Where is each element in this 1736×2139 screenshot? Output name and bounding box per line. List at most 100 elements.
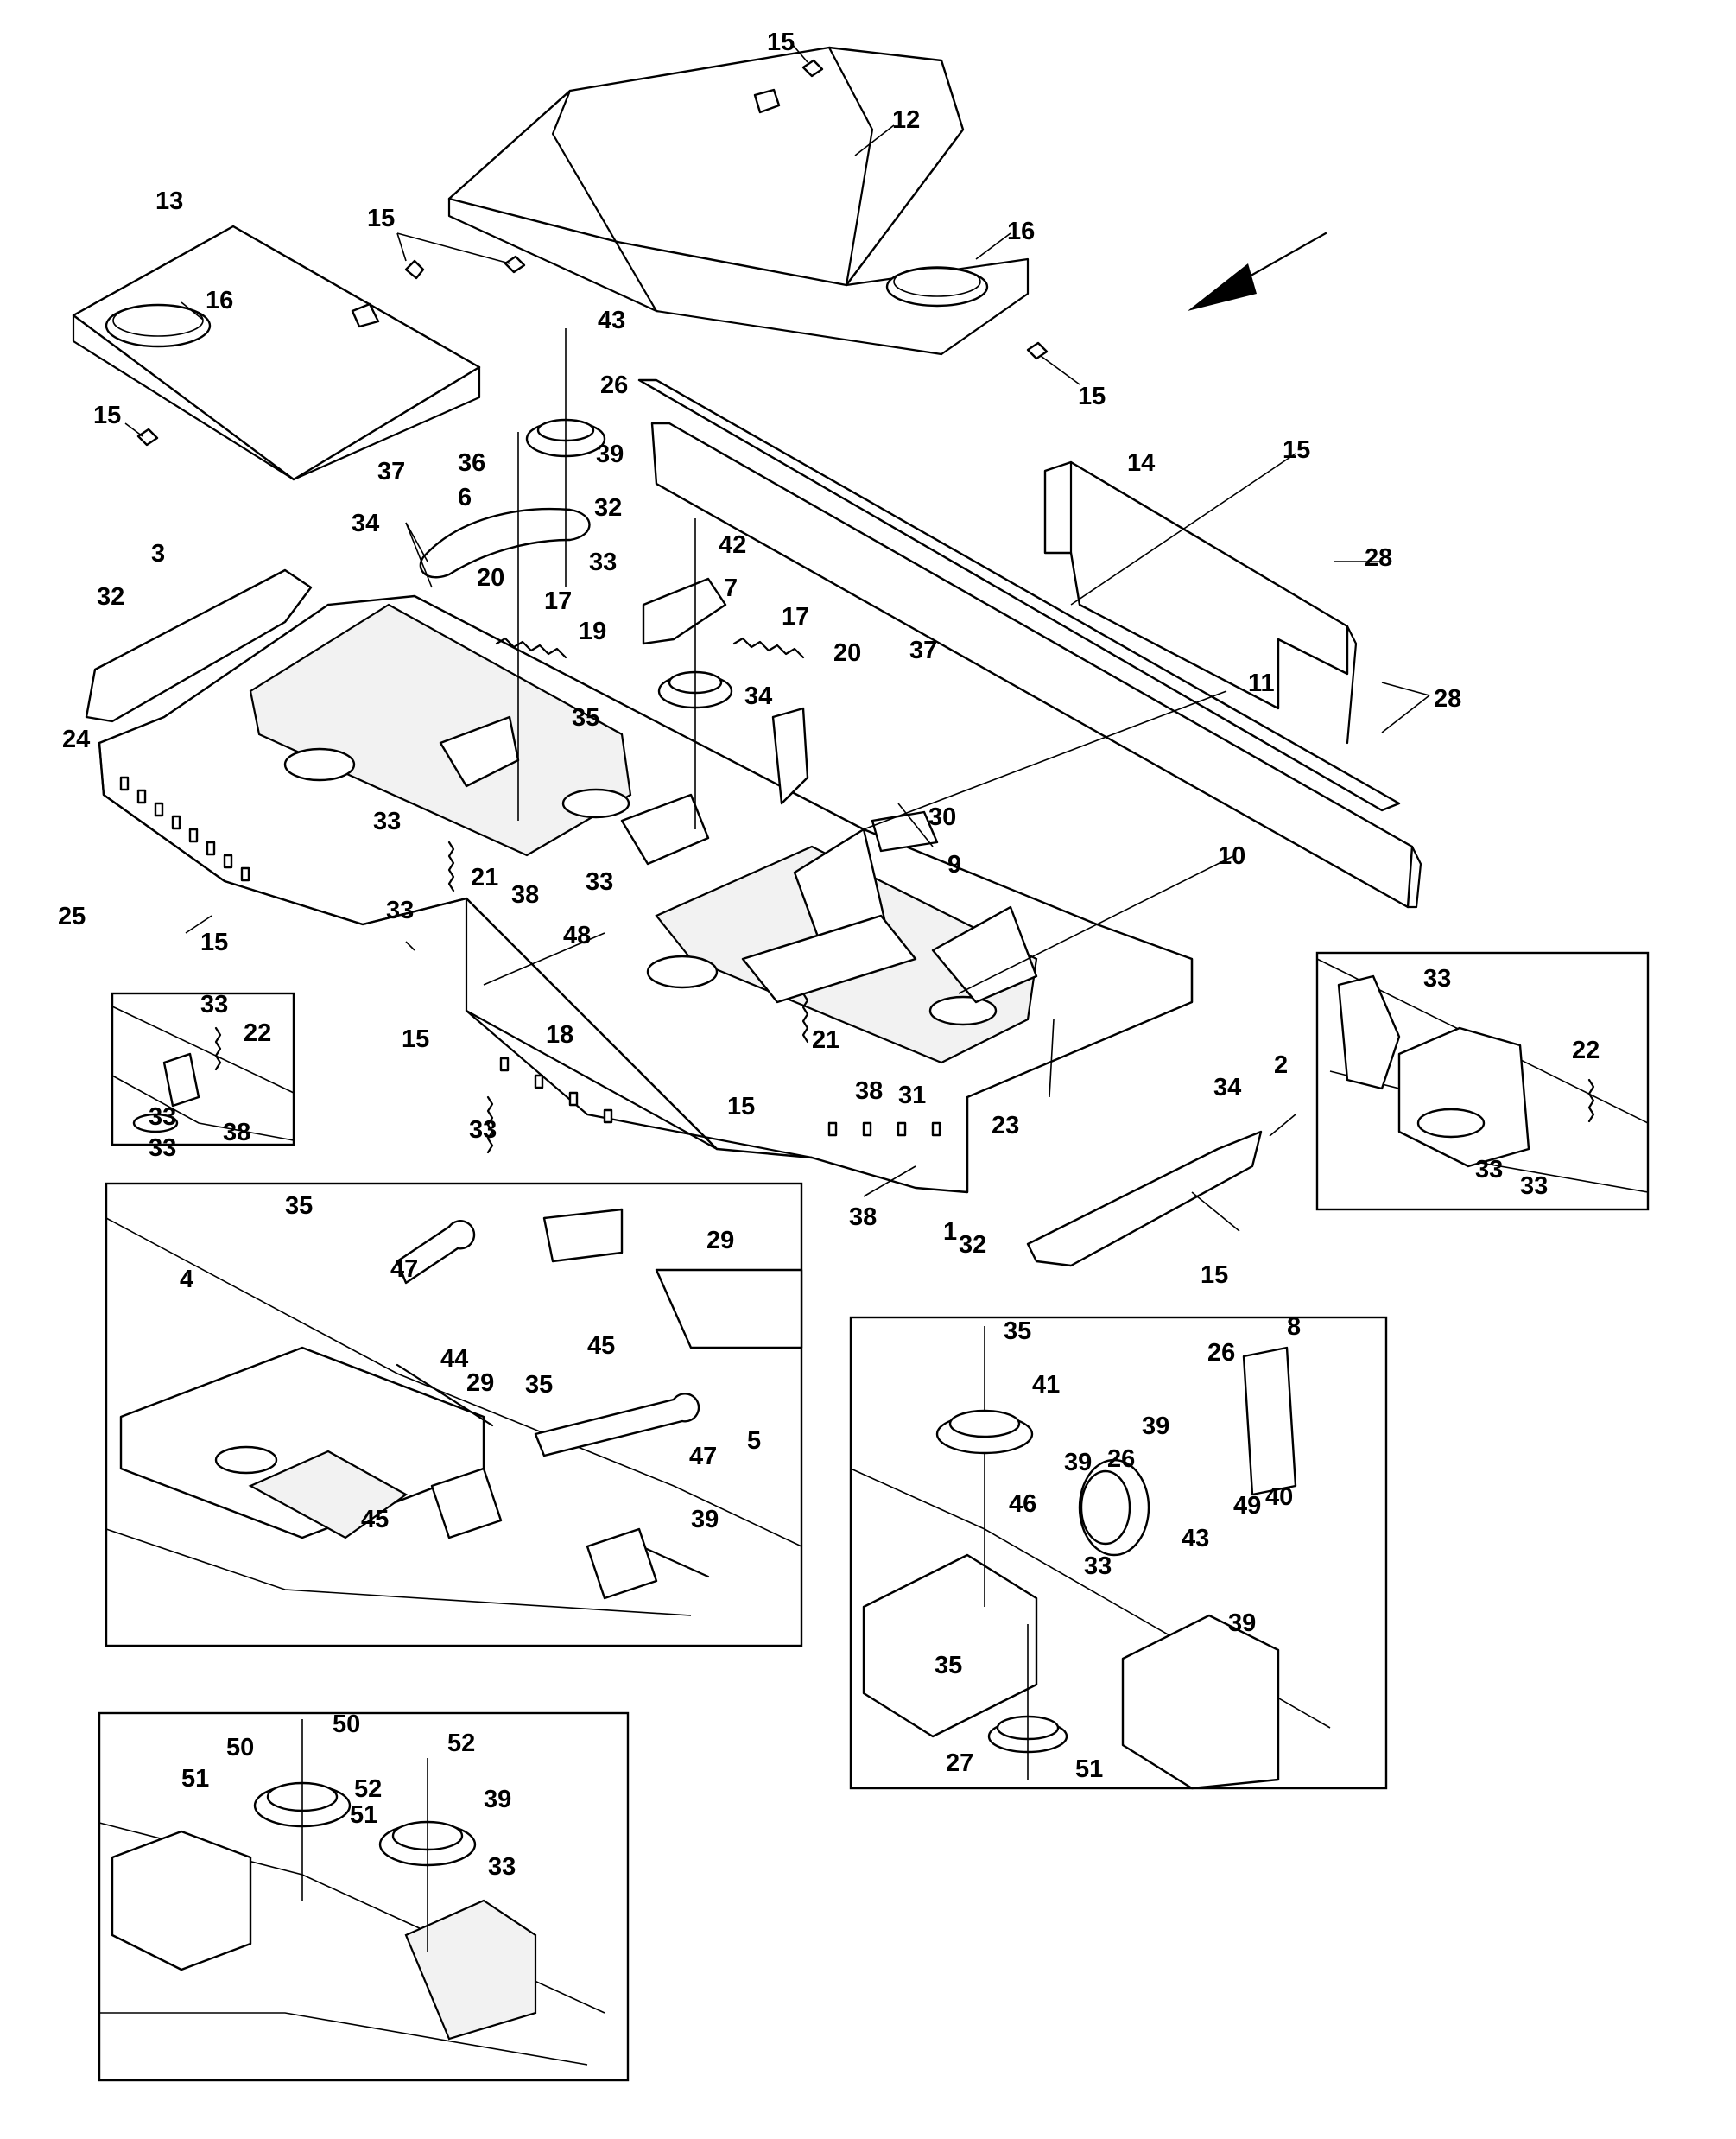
deck-1 — [98, 594, 1194, 1194]
callout-label: 26 — [1107, 1445, 1135, 1473]
callout-label: 9 — [947, 851, 961, 879]
callout-label: 10 — [1218, 842, 1245, 870]
callout-label: 33 — [589, 549, 617, 576]
inset-box-center-left — [105, 1182, 803, 1647]
callout-label: 23 — [992, 1112, 1019, 1139]
callout-label: 15 — [367, 205, 395, 232]
callout-label: 35 — [285, 1192, 313, 1220]
idler-assembly — [419, 328, 939, 853]
leader-lines-main — [124, 44, 1430, 1232]
callout-label: 33 — [149, 1134, 176, 1162]
callout-label: 37 — [909, 637, 937, 664]
callout-label: 4 — [180, 1266, 193, 1293]
callout-label: 43 — [1182, 1525, 1209, 1552]
inset-box-right — [1315, 951, 1650, 1211]
callout-label: 28 — [1434, 685, 1461, 713]
callout-label: 3 — [151, 540, 165, 568]
callout-label: 8 — [1287, 1313, 1301, 1341]
callout-label: 22 — [1572, 1037, 1600, 1064]
callout-label: 14 — [1127, 449, 1155, 477]
callout-label: 52 — [354, 1775, 382, 1803]
callout-label: 39 — [691, 1506, 719, 1533]
callout-label: 27 — [946, 1749, 973, 1777]
callout-label: 33 — [1423, 965, 1451, 993]
panel-14 — [1043, 460, 1358, 745]
callout-label: 33 — [1084, 1552, 1112, 1580]
callout-label: 51 — [350, 1801, 377, 1829]
callout-label: 38 — [511, 881, 539, 909]
callout-label: 39 — [484, 1786, 511, 1813]
callout-label: 32 — [959, 1231, 986, 1259]
direction-arrow — [1188, 232, 1327, 311]
clip-15-group — [136, 59, 1049, 447]
callout-label: 33 — [200, 991, 228, 1019]
callout-label: 21 — [471, 864, 498, 892]
callout-label: 50 — [333, 1711, 360, 1738]
callout-label: 20 — [477, 564, 504, 592]
callout-label: 45 — [361, 1506, 389, 1533]
callout-label: 5 — [747, 1427, 761, 1455]
callout-labels: 15 12 13 15 16 16 43 15 26 15 36 39 37 6… — [58, 29, 1600, 1881]
callout-label: 30 — [928, 803, 956, 831]
callout-label: 33 — [1520, 1172, 1548, 1200]
callout-label: 15 — [93, 402, 121, 429]
callout-label: 28 — [1365, 544, 1392, 572]
callout-label: 15 — [767, 29, 795, 56]
callout-label: 7 — [724, 574, 738, 602]
callout-label: 18 — [546, 1021, 573, 1049]
callout-label: 33 — [469, 1116, 497, 1144]
callout-label: 38 — [855, 1077, 883, 1105]
callout-label: 32 — [594, 494, 622, 522]
callout-label: 25 — [58, 903, 86, 930]
callout-label: 35 — [1004, 1317, 1031, 1345]
callout-label: 33 — [488, 1853, 516, 1881]
callout-label: 6 — [458, 484, 472, 511]
callout-label: 12 — [892, 106, 920, 134]
callout-label: 39 — [1064, 1449, 1092, 1476]
callout-label: 17 — [782, 603, 809, 631]
callout-label: 16 — [206, 287, 233, 314]
callout-label: 15 — [1201, 1261, 1228, 1289]
callout-label: 21 — [812, 1026, 839, 1054]
inset-box-right-pulleys — [849, 1316, 1388, 1790]
callout-label: 15 — [402, 1025, 429, 1053]
callout-label: 39 — [596, 441, 624, 468]
callout-label: 22 — [244, 1019, 271, 1047]
callout-label: 33 — [1475, 1156, 1503, 1184]
callout-label: 33 — [149, 1103, 176, 1131]
callout-label: 33 — [386, 897, 414, 924]
callout-label: 2 — [1274, 1051, 1288, 1079]
callout-label: 42 — [719, 531, 746, 559]
callout-label: 1 — [943, 1218, 957, 1246]
cover-12 — [447, 46, 1030, 356]
callout-label: 32 — [97, 583, 124, 611]
callout-label: 39 — [1228, 1609, 1256, 1637]
callout-label: 43 — [598, 307, 625, 334]
callout-label: 47 — [689, 1443, 717, 1470]
callout-label: 26 — [1207, 1339, 1235, 1367]
callout-label: 40 — [1265, 1483, 1293, 1511]
callout-label: 34 — [1213, 1074, 1241, 1101]
callout-label: 24 — [62, 726, 90, 753]
callout-label: 46 — [1009, 1490, 1036, 1518]
callout-label: 52 — [447, 1730, 475, 1757]
callout-label: 17 — [544, 587, 572, 615]
callout-label: 51 — [181, 1765, 209, 1793]
callout-label: 38 — [223, 1119, 250, 1146]
callout-label: 35 — [935, 1652, 962, 1679]
callout-label: 34 — [352, 510, 379, 537]
inset-box-left — [111, 992, 295, 1146]
callout-label: 49 — [1233, 1492, 1261, 1520]
callout-label: 29 — [466, 1369, 494, 1397]
chains — [447, 841, 809, 1154]
callout-label: 41 — [1032, 1371, 1060, 1399]
hole-row-front — [499, 1057, 941, 1137]
callout-label: 29 — [706, 1227, 734, 1254]
callout-label: 15 — [1078, 383, 1106, 410]
inset-box-bottom-left — [98, 1711, 630, 2082]
callout-label: 50 — [226, 1734, 254, 1761]
callout-label: 33 — [586, 868, 613, 896]
callout-label: 16 — [1007, 218, 1035, 245]
callout-label: 45 — [587, 1332, 615, 1360]
